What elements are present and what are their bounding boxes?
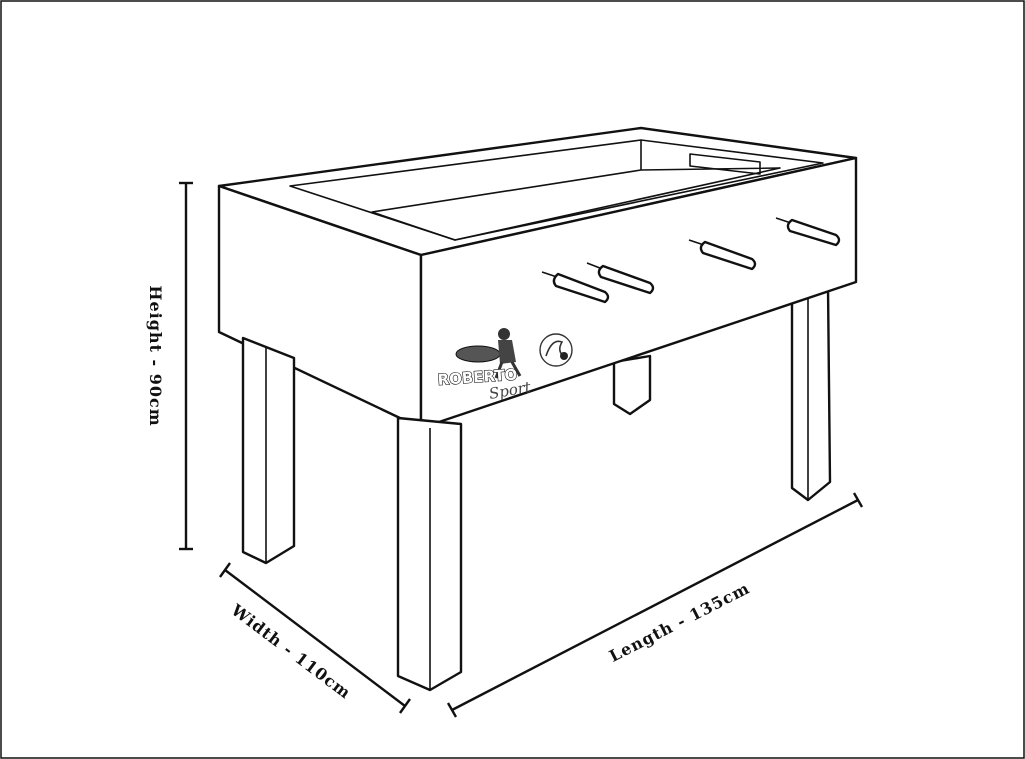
table-body <box>217 126 858 430</box>
rod-handle-2 <box>586 262 655 295</box>
brand-logo: ROBERTO Sport <box>436 328 573 403</box>
rod-handle-3 <box>688 239 757 271</box>
back-middle-leg <box>612 354 652 416</box>
back-right-leg <box>790 285 832 502</box>
height-dimension: Height - 90cm <box>146 181 193 551</box>
logo-emblem <box>539 333 573 367</box>
soccer-player-icon <box>494 328 522 379</box>
height-label: Height - 90cm <box>146 285 165 426</box>
front-right-leg <box>396 416 463 692</box>
width-dimension: Width - 110cm <box>219 562 411 714</box>
logo-handle-shape <box>455 345 501 363</box>
width-label: Width - 110cm <box>227 600 355 703</box>
front-left-leg <box>241 336 296 565</box>
rod-handle-4 <box>775 217 841 247</box>
rod-handle-1 <box>541 271 610 304</box>
length-dimension: Length - 135cm <box>446 492 864 718</box>
